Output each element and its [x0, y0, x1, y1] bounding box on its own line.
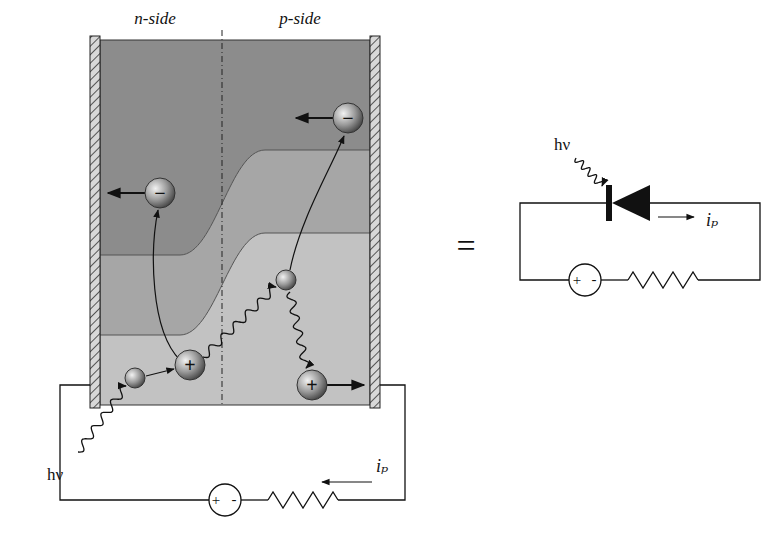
- polarity-sign: -: [232, 492, 237, 507]
- photon-wave: [287, 292, 309, 368]
- excitation-arrow: [153, 210, 180, 360]
- electron: [333, 103, 363, 133]
- wire: [60, 385, 209, 500]
- electrode: [90, 36, 100, 408]
- hole-sign: +: [184, 355, 195, 375]
- drift-arrow: [108, 192, 146, 194]
- current-arrow: [322, 481, 372, 482]
- wire: [601, 279, 628, 280]
- current-label: iₚ: [376, 457, 388, 475]
- hole: [175, 350, 205, 380]
- diode-bar: [606, 185, 612, 221]
- photon-wave: [575, 158, 603, 186]
- absorption-point: [276, 270, 296, 290]
- battery-symbol: [209, 484, 241, 516]
- band-edge: [100, 150, 370, 255]
- photon-wave: [78, 386, 126, 452]
- electron-sign: −: [342, 108, 353, 128]
- hole-sign: +: [306, 375, 317, 395]
- resistor-symbol: [268, 492, 338, 508]
- valence-band: [100, 40, 370, 405]
- current-label: iₚ: [706, 211, 718, 229]
- wire: [650, 203, 760, 280]
- hole-arrow: [146, 369, 174, 376]
- electron: [145, 178, 175, 208]
- excitation-arrow: [290, 136, 344, 270]
- drift-arrow: [327, 384, 364, 386]
- band-edge: [100, 233, 370, 335]
- electrode: [370, 36, 380, 408]
- junction-line: [222, 30, 223, 405]
- battery-symbol: [569, 264, 601, 296]
- drift-arrow: [296, 117, 334, 119]
- polarity-sign: -: [592, 272, 597, 287]
- device-outline: [100, 40, 370, 405]
- photon-label: hν: [47, 466, 63, 483]
- polarity-sign: +: [573, 273, 581, 288]
- diode-triangle: [612, 185, 650, 221]
- photon-wave: [203, 286, 276, 357]
- resistor-symbol: [628, 272, 698, 288]
- absorption-point: [125, 368, 145, 388]
- region-label: p-side: [279, 10, 321, 27]
- current-arrow: [658, 216, 694, 217]
- conduction-band: [100, 40, 370, 255]
- region-label: n-side: [134, 10, 176, 27]
- equals-sign: =: [456, 229, 475, 263]
- electron-sign: −: [154, 183, 165, 203]
- wire: [241, 499, 268, 500]
- wire: [338, 385, 405, 500]
- photon-label: hν: [554, 136, 570, 153]
- hole: [297, 370, 327, 400]
- polarity-sign: +: [212, 493, 220, 508]
